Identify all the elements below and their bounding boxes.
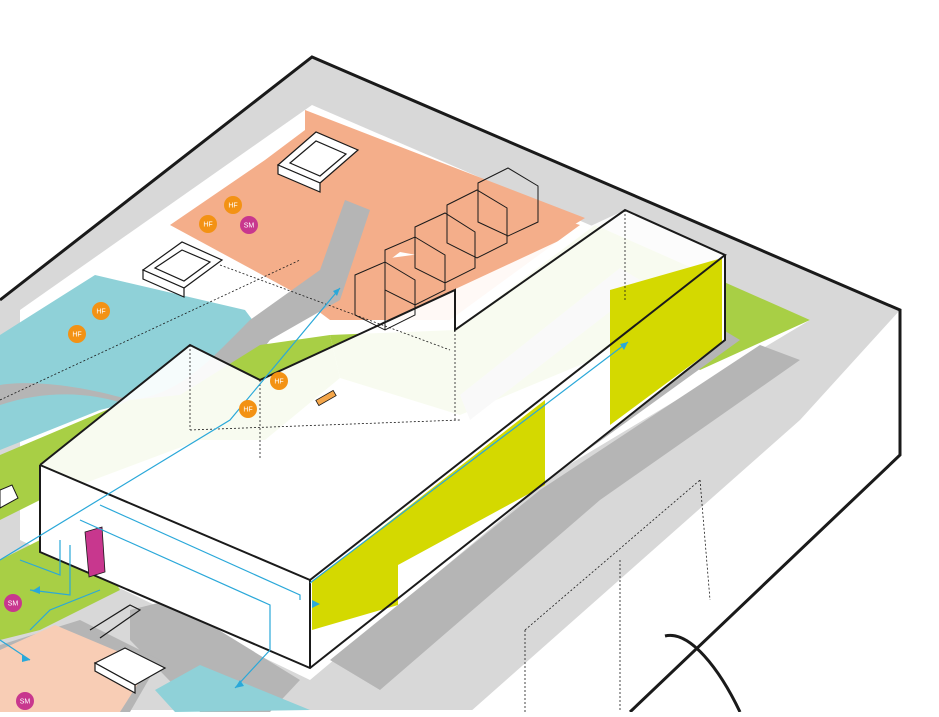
marker-label: SM (20, 699, 31, 706)
marker-label: SM (8, 601, 19, 608)
marker-hf: HF (199, 215, 217, 233)
marker-hf: HF (224, 196, 242, 214)
marker-label: HF (72, 332, 81, 339)
magenta-sign (85, 527, 105, 577)
marker-sm: SM (16, 692, 34, 710)
marker-label: HF (96, 309, 105, 316)
marker-label: HF (274, 379, 283, 386)
marker-sm: SM (240, 216, 258, 234)
marker-label: HF (228, 203, 237, 210)
marker-hf: HF (68, 325, 86, 343)
marker-label: SM (244, 223, 255, 230)
marker-sm: SM (4, 594, 22, 612)
marker-hf: HF (92, 302, 110, 320)
marker-hf: HF (239, 400, 257, 418)
marker-label: HF (243, 407, 252, 414)
marker-label: HF (203, 222, 212, 229)
marker-hf: HF (270, 372, 288, 390)
